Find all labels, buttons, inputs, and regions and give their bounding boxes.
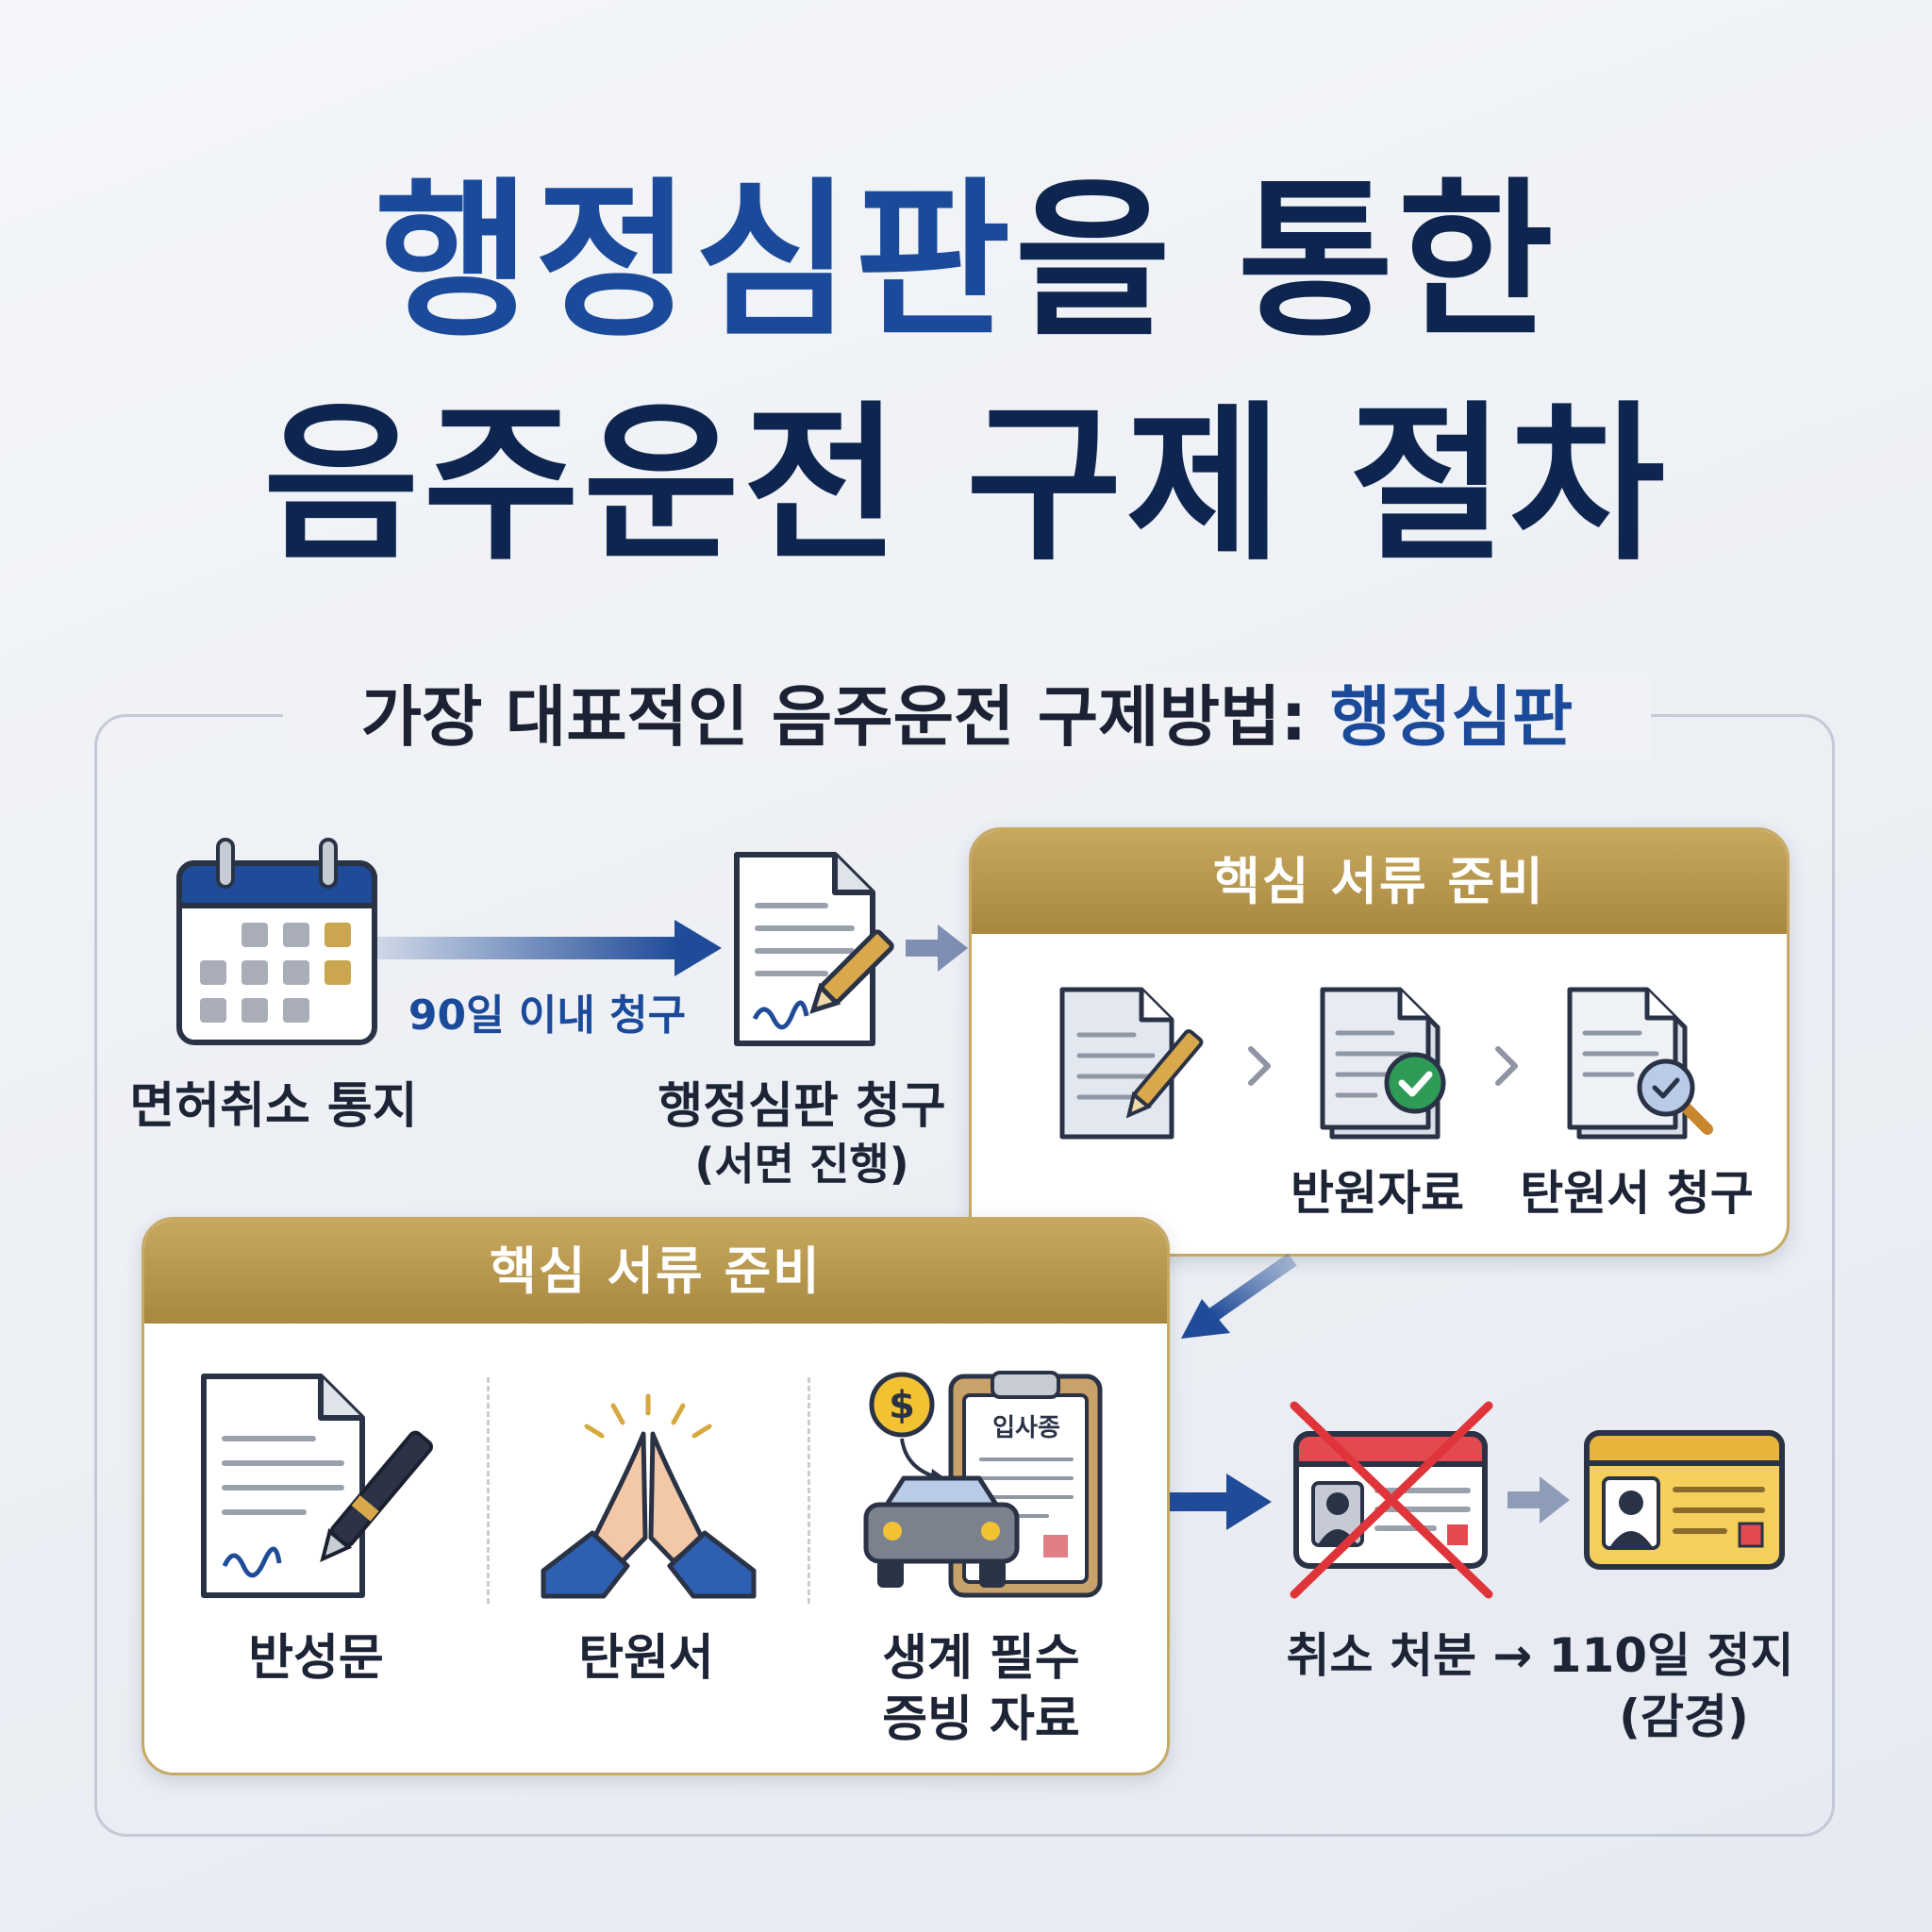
panel-bottom-item2: 탄원서 xyxy=(578,1630,714,1687)
document-check-icon xyxy=(1320,987,1446,1140)
page-title-line2: 음주운전 구제 절차 xyxy=(262,387,1670,584)
arrow-to-license xyxy=(1507,1476,1570,1524)
panel-top-item1: 반원자료 xyxy=(1291,1166,1464,1221)
clipboard-car-icon: 입사종 $ xyxy=(863,1371,1103,1598)
clipboard-text: 입사종 xyxy=(992,1414,1060,1442)
panel-bottom-header: 핵심 서류 준비 xyxy=(144,1220,1167,1324)
chevron-right-icon xyxy=(1495,1046,1518,1086)
arrow-to-panel-bottom xyxy=(1181,1253,1297,1339)
subtitle-text: 가장 대표적인 음주운전 구제방법: xyxy=(360,678,1330,756)
license-card-icon xyxy=(1584,1430,1785,1570)
panel-bottom-item1: 반성문 xyxy=(248,1630,384,1687)
document-pen-icon xyxy=(201,1374,433,1598)
document-pen-icon xyxy=(1059,987,1204,1140)
document-pen-icon xyxy=(734,852,894,1046)
divider xyxy=(487,1377,490,1604)
chevron-right-icon xyxy=(1248,1046,1271,1086)
praying-hands-icon xyxy=(541,1393,757,1599)
arrow-to-panel-top xyxy=(906,924,968,972)
cancelled-license-icon xyxy=(1290,1401,1493,1599)
arrow-label: 90일 이내 청구 xyxy=(408,991,687,1040)
step1-label: 면허취소 통지 xyxy=(129,1078,418,1135)
panel-top-item2: 탄원서 청구 xyxy=(1520,1166,1754,1221)
result-label: 취소 처분 → 110일 정지 xyxy=(1286,1628,1794,1683)
dollar-icon: $ xyxy=(869,1372,935,1438)
subtitle: 가장 대표적인 음주운전 구제방법: 행정심판 xyxy=(283,675,1651,759)
panel-bottom-item3-line2: 증빙 자료 xyxy=(882,1691,1080,1748)
panel-bottom-item3-line1: 생계 필수 xyxy=(882,1630,1080,1687)
svg-text:$: $ xyxy=(889,1384,915,1427)
arrow-to-result xyxy=(1170,1474,1272,1530)
title-rest: 을 통한 xyxy=(1014,163,1557,360)
calendar-icon xyxy=(176,838,377,1045)
arrow-to-step2 xyxy=(377,920,722,976)
title-highlight: 행정심판 xyxy=(375,163,1015,360)
page-title-line1: 행정심판을 통한 xyxy=(0,177,1932,347)
result-sublabel: (감경) xyxy=(1619,1690,1749,1744)
step2-sublabel: (서면 진행) xyxy=(694,1139,909,1190)
subtitle-highlight: 행정심판 xyxy=(1329,678,1574,756)
panel-top-header: 핵심 서류 준비 xyxy=(972,830,1787,934)
document-search-icon xyxy=(1567,987,1713,1140)
divider xyxy=(808,1377,810,1604)
step2-label: 행정심판 청구 xyxy=(658,1078,946,1135)
